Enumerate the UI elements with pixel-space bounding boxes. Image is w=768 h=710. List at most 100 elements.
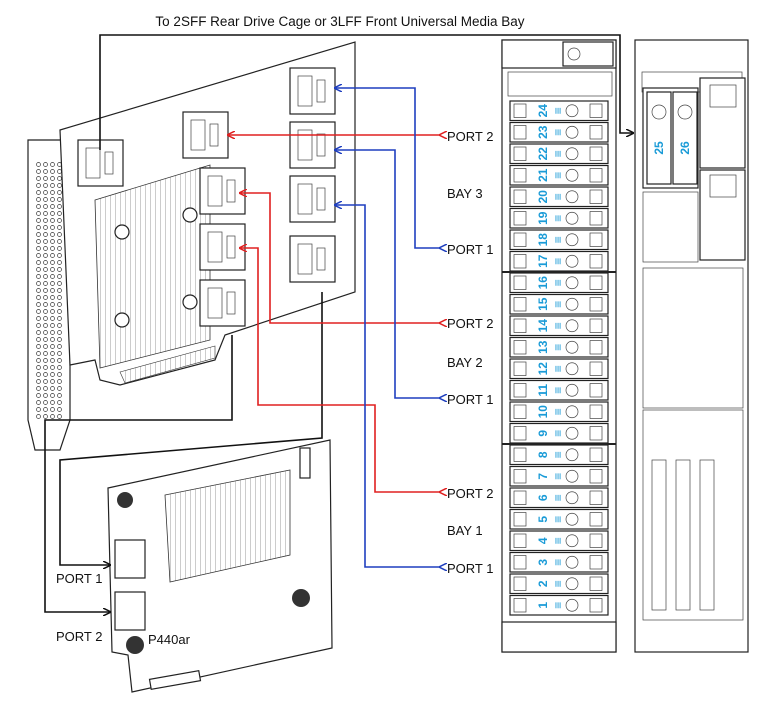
drive-slot-19[interactable]: 19≡ [509, 207, 609, 229]
drive-status-icon: ≡ [551, 107, 565, 114]
bay1-port2-label: PORT 2 [447, 486, 493, 501]
bay1-label: BAY 1 [447, 523, 483, 538]
drive-number: 26 [678, 141, 692, 155]
drive-slot-20[interactable]: 20≡ [509, 186, 609, 208]
drive-number: 24 [536, 104, 550, 118]
sas-connector [289, 121, 336, 169]
drive-number: 17 [536, 254, 550, 268]
drive-slot-16[interactable]: 16≡ [509, 272, 609, 294]
pcie-edge [119, 345, 216, 384]
drive-status-icon: ≡ [551, 387, 565, 394]
drive-slot-18[interactable]: 18≡ [509, 229, 609, 251]
heatsink [94, 164, 211, 369]
drive-number: 7 [536, 473, 550, 480]
drive-status-icon: ≡ [551, 473, 565, 480]
drive-status-icon: ≡ [551, 172, 565, 179]
drive-number: 10 [536, 405, 550, 419]
expander-card [27, 41, 356, 451]
bay3-label: BAY 3 [447, 186, 483, 201]
bracket-vents [34, 160, 64, 420]
drive-status-icon: ≡ [551, 494, 565, 501]
sas-connector [199, 223, 246, 271]
drive-status-icon: ≡ [551, 344, 565, 351]
drive-status-icon: ≡ [551, 559, 565, 566]
bay2-label: BAY 2 [447, 355, 483, 370]
drive-slot-7[interactable]: 7≡ [509, 465, 609, 487]
drive-slot-6[interactable]: 6≡ [509, 487, 609, 509]
drive-status-icon: ≡ [551, 301, 565, 308]
drive-slot-17[interactable]: 17≡ [509, 250, 609, 272]
drive-status-icon: ≡ [551, 322, 565, 329]
drive-status-icon: ≡ [551, 129, 565, 136]
sas-connector [199, 279, 246, 327]
drive-status-icon: ≡ [551, 430, 565, 437]
drive-number: 13 [536, 340, 550, 354]
blue-cables [335, 88, 440, 567]
drive-status-icon: ≡ [551, 580, 565, 587]
drive-slot-26[interactable]: 26 [672, 91, 698, 185]
server-front: 1≡2≡3≡4≡5≡6≡7≡8≡9≡10≡11≡12≡13≡14≡15≡16≡1… [501, 39, 617, 653]
drive-number: 6 [536, 494, 550, 501]
p440ar-controller: P440ar PORT 1 PORT 2 [56, 439, 333, 693]
drive-status-icon: ≡ [551, 451, 565, 458]
drive-slot-25[interactable]: 25 [646, 91, 672, 185]
drive-number: 9 [536, 430, 550, 437]
drive-slot-24[interactable]: 24≡ [509, 100, 609, 122]
bay1-port1-label: PORT 1 [447, 561, 493, 576]
sas-connector [199, 167, 246, 215]
bay3-port2-label: PORT 2 [447, 129, 493, 144]
drive-number: 12 [536, 362, 550, 376]
drive-slot-22[interactable]: 22≡ [509, 143, 609, 165]
drive-status-icon: ≡ [551, 408, 565, 415]
drive-number: 16 [536, 276, 550, 290]
drive-slot-12[interactable]: 12≡ [509, 358, 609, 380]
drive-status-icon: ≡ [551, 279, 565, 286]
drive-status-icon: ≡ [551, 516, 565, 523]
drive-number: 20 [536, 190, 550, 204]
drive-number: 15 [536, 297, 550, 311]
bay3-port1-label: PORT 1 [447, 242, 493, 257]
drive-number: 4 [536, 537, 550, 544]
drive-number: 3 [536, 559, 550, 566]
drive-status-icon: ≡ [551, 215, 565, 222]
drive-slot-8[interactable]: 8≡ [509, 444, 609, 466]
drive-number: 21 [536, 168, 550, 182]
bay-labels: PORT 2 BAY 3 PORT 1 PORT 2 BAY 2 PORT 1 … [447, 129, 493, 576]
sas-connector [289, 175, 336, 223]
drive-slot-2[interactable]: 2≡ [509, 573, 609, 595]
controller-port-2-label: PORT 2 [56, 629, 102, 644]
sas-connector [289, 67, 336, 115]
controller-port-2-connector [114, 591, 146, 631]
drive-number: 14 [536, 319, 550, 333]
drive-slot-14[interactable]: 14≡ [509, 315, 609, 337]
drive-slot-1[interactable]: 1≡ [509, 594, 609, 616]
drive-number: 1 [536, 602, 550, 609]
drive-slot-23[interactable]: 23≡ [509, 121, 609, 143]
drive-number: 23 [536, 125, 550, 139]
sas-connector [289, 235, 336, 283]
drive-number: 5 [536, 516, 550, 523]
drive-slot-21[interactable]: 21≡ [509, 164, 609, 186]
drive-slot-15[interactable]: 15≡ [509, 293, 609, 315]
drive-slot-13[interactable]: 13≡ [509, 336, 609, 358]
power-supply-1 [699, 77, 746, 169]
drive-slot-5[interactable]: 5≡ [509, 508, 609, 530]
drive-status-icon: ≡ [551, 537, 565, 544]
drive-number: 8 [536, 451, 550, 458]
drive-slot-11[interactable]: 11≡ [509, 379, 609, 401]
drive-slot-3[interactable]: 3≡ [509, 551, 609, 573]
power-supply-2 [699, 169, 746, 261]
drive-number: 2 [536, 580, 550, 587]
drive-slot-9[interactable]: 9≡ [509, 422, 609, 444]
bay2-port2-label: PORT 2 [447, 316, 493, 331]
server-rear: 25 26 [634, 39, 749, 653]
drive-number: 18 [536, 233, 550, 247]
drive-status-icon: ≡ [551, 365, 565, 372]
drive-slot-4[interactable]: 4≡ [509, 530, 609, 552]
controller-port-1-label: PORT 1 [56, 571, 102, 586]
cable-controller-port-2 [44, 335, 233, 612]
sas-connector [182, 111, 229, 159]
cable-bay1-port1 [335, 205, 440, 567]
drive-status-icon: ≡ [551, 150, 565, 157]
drive-slot-10[interactable]: 10≡ [509, 401, 609, 423]
